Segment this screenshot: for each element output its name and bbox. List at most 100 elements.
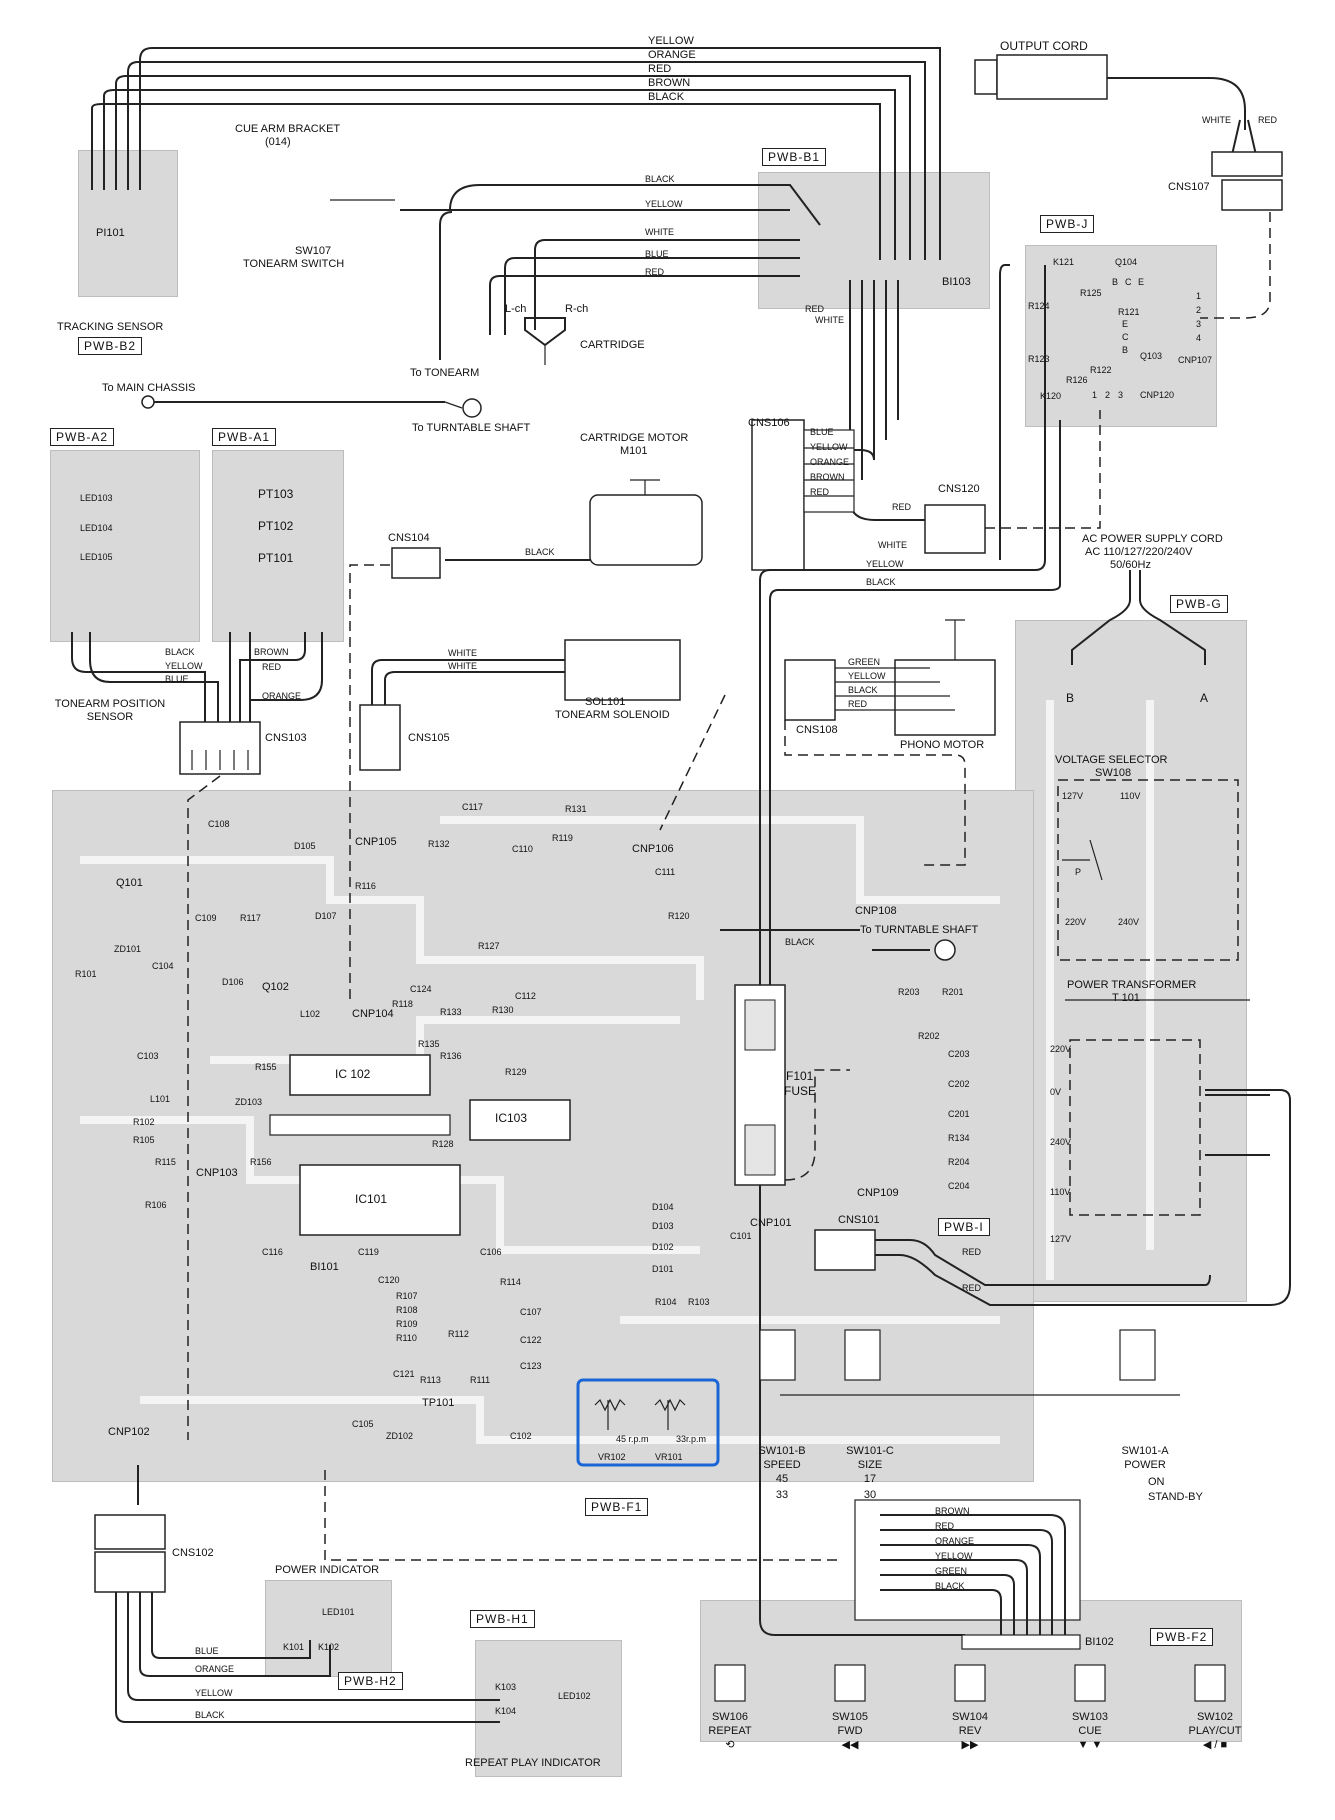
bottom-wires <box>115 1592 500 1723</box>
j-part-r124: R124 <box>1028 301 1050 311</box>
k102-label: K102 <box>318 1642 340 1652</box>
cns103-wire-brown: BROWN <box>254 647 289 657</box>
part-c103: C103 <box>137 1051 159 1061</box>
m101-label: M101 <box>620 445 648 457</box>
part-d106: D106 <box>222 977 244 987</box>
cns103-wire-red: RED <box>262 662 282 672</box>
tp101-label: TP101 <box>422 1397 455 1409</box>
bottom-wire-orange: ORANGE <box>195 1664 235 1674</box>
part-c203: C203 <box>948 1049 970 1059</box>
part-r101: R101 <box>75 969 97 979</box>
cartridge-motor-label: CARTRIDGE MOTOR <box>580 432 689 444</box>
j-part-r126: R126 <box>1066 375 1088 385</box>
pt103-label: PT103 <box>258 487 294 501</box>
q103-e: E <box>1122 319 1129 329</box>
f1-black-label: BLACK <box>785 937 815 947</box>
part-d105: D105 <box>294 841 316 851</box>
pt102-label: PT102 <box>258 519 294 533</box>
size-30: 30 <box>863 1489 877 1501</box>
part-c119: C119 <box>358 1247 379 1257</box>
cns108-wire-green: GREEN <box>848 657 881 667</box>
f2-wire-red: RED <box>935 1521 955 1531</box>
phono-motor <box>784 619 996 866</box>
bi101-label: BI101 <box>310 1261 339 1273</box>
cnp120-pin2: 2 <box>1105 390 1111 400</box>
led102-label: LED102 <box>558 1691 591 1701</box>
cord-red-label: RED <box>1258 115 1278 125</box>
cns120-white: WHITE <box>878 540 907 550</box>
cns106-label: CNS106 <box>748 417 790 429</box>
part-r136: R136 <box>440 1051 462 1061</box>
part-l101: L101 <box>150 1094 171 1104</box>
cnp103-label: CNP103 <box>196 1167 238 1179</box>
long-black-label: BLACK <box>866 577 896 587</box>
board-f2-label: PWB-F2 <box>1150 1628 1214 1646</box>
cnp102-label: CNP102 <box>108 1426 150 1438</box>
bottom-wire-blue: BLUE <box>195 1646 219 1656</box>
t101-label: T 101 <box>1112 992 1140 1004</box>
tonearm-position-sensor-label: TONEARM POSITION SENSOR <box>54 698 166 723</box>
pt101-label: PT101 <box>258 551 294 565</box>
cnp107-pin1: 1 <box>1196 291 1202 301</box>
cns103-wire-orange: ORANGE <box>262 691 302 701</box>
ac-cord <box>1071 570 1206 665</box>
q104-b: B <box>1112 277 1119 287</box>
size-label: SIZE <box>857 1459 883 1471</box>
pcb-traces <box>80 700 1154 1444</box>
terminal-a: A <box>1200 691 1209 705</box>
part-c104: C104 <box>152 961 174 971</box>
part-c204: C204 <box>948 1181 970 1191</box>
part-r201: R201 <box>942 987 964 997</box>
output-cord-label: OUTPUT CORD <box>1000 39 1088 53</box>
cns102-label: CNS102 <box>172 1547 214 1559</box>
rch-label: R-ch <box>565 303 589 315</box>
cns108-label: CNS108 <box>796 724 838 736</box>
voltage-selector-label: VOLTAGE SELECTOR <box>1055 754 1168 766</box>
tap-110v: 110V <box>1050 1187 1071 1197</box>
part-zd102: ZD102 <box>386 1431 414 1441</box>
cartridge-label: CARTRIDGE <box>580 339 645 351</box>
rpm45-label: 45 r.p.m <box>616 1434 649 1444</box>
cns106-wire-red: RED <box>810 487 830 497</box>
cns106-wire-blue: BLUE <box>810 427 834 437</box>
board-h2-label: PWB-H2 <box>338 1672 403 1690</box>
sw102-name: PLAY/CUT <box>1188 1725 1242 1737</box>
tonearm-solenoid-label: TONEARM SOLENOID <box>555 709 670 721</box>
part-r108: R108 <box>396 1305 418 1315</box>
power-indicator-label: POWER INDICATOR <box>275 1564 380 1576</box>
part-r117: R117 <box>240 913 261 923</box>
switches <box>759 1329 1180 1396</box>
part-c120: C120 <box>378 1275 400 1285</box>
ac-cord-spec: AC 110/127/220/240V <box>1085 546 1193 558</box>
j-part-r121: R121 <box>1118 307 1140 317</box>
b1-red-label: RED <box>805 304 825 314</box>
board-g-label: PWB-G <box>1170 595 1228 613</box>
ic-bodies <box>269 1054 571 1236</box>
f2-wire-brown: BROWN <box>935 1506 970 1516</box>
part-r113: R113 <box>420 1375 441 1385</box>
tracking-sensor-label: TRACKING SENSOR <box>57 321 164 333</box>
fuse <box>734 984 850 1186</box>
part-r118: R118 <box>392 999 413 1009</box>
cns108-wire-black: BLACK <box>848 685 878 695</box>
part-c124: C124 <box>410 984 432 994</box>
b1-wire-red: RED <box>645 267 665 277</box>
sw102-glyph: ◀ / ■ <box>1202 1739 1228 1751</box>
power-switch-label: POWER <box>1124 1459 1166 1471</box>
sel-p: P <box>1075 867 1082 877</box>
part-c201: C201 <box>948 1109 970 1119</box>
sw105-ref: SW105 <box>831 1711 869 1723</box>
power-standby-label: STAND-BY <box>1148 1491 1203 1503</box>
board-j <box>1025 245 1217 427</box>
cnp101-label: CNP101 <box>750 1217 792 1229</box>
sw101b-label: SW101-B <box>758 1445 806 1457</box>
part-d101: D101 <box>652 1264 674 1274</box>
part-r131: R131 <box>565 804 587 814</box>
sw102-ref: SW102 <box>1196 1711 1234 1723</box>
part-c123: C123 <box>520 1361 542 1371</box>
phono-motor-label: PHONO MOTOR <box>900 739 985 751</box>
cnp106-label: CNP106 <box>632 843 674 855</box>
board-h1 <box>475 1640 622 1777</box>
sw105-glyph: ◀◀ <box>841 1739 859 1751</box>
wire-label-black: BLACK <box>648 91 685 103</box>
